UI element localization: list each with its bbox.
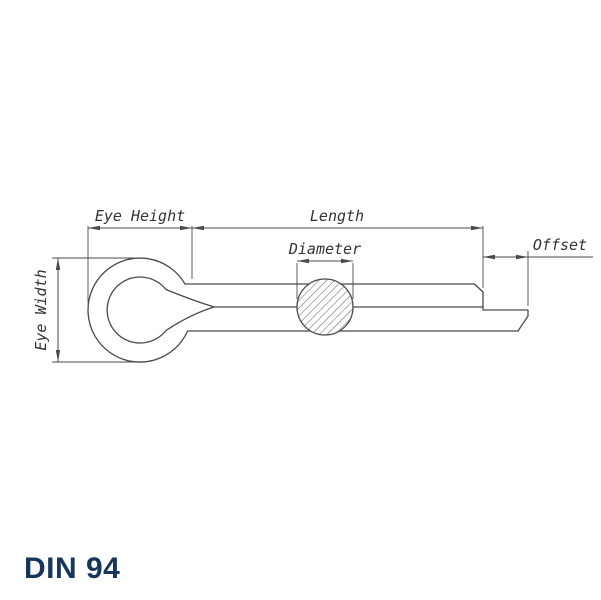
length-label: Length bbox=[310, 207, 364, 225]
pin-diameter-hatched-circle bbox=[296, 278, 354, 336]
diameter-label: Diameter bbox=[288, 240, 361, 258]
eye-width-label: Eye Width bbox=[32, 269, 50, 350]
pin-lower-prong-tip bbox=[482, 309, 529, 332]
pin-eye-outer-contour bbox=[87, 257, 189, 363]
technical-drawing: Eye Height Length Diameter Offset Eye Wi… bbox=[32, 207, 593, 363]
din-standard-title: DIN 94 bbox=[24, 552, 121, 585]
dimensions: Eye Height Length Diameter Offset Eye Wi… bbox=[32, 207, 593, 363]
pin-eye-inner-contour bbox=[106, 276, 215, 344]
eye-height-label: Eye Height bbox=[95, 207, 185, 225]
offset-label: Offset bbox=[533, 236, 587, 254]
cotter-pin bbox=[87, 257, 529, 363]
